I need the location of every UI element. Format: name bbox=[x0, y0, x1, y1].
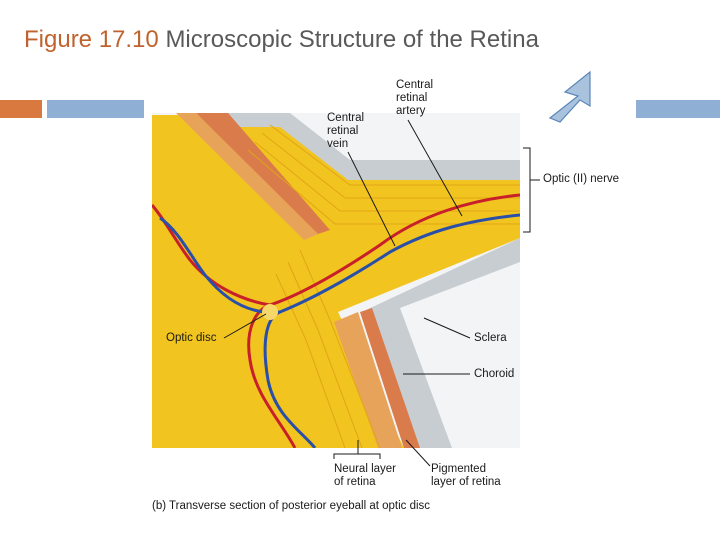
leader-lines bbox=[223, 119, 540, 467]
lower-neural-layer bbox=[334, 312, 402, 448]
label-pigmented-layer: Pigmented layer of retina bbox=[431, 463, 501, 488]
nerve-fibers bbox=[247, 124, 520, 448]
label-central-retinal-vein: Central retinal vein bbox=[327, 112, 365, 150]
optic-disc-spot bbox=[262, 304, 278, 320]
label-neural-layer: Neural layer of retina bbox=[334, 463, 396, 488]
accent-bar-orange bbox=[0, 100, 42, 118]
upper-neural-layer bbox=[176, 113, 318, 240]
accent-bar-blue-right bbox=[636, 100, 720, 118]
vein-branch bbox=[159, 216, 281, 314]
lower-sclera bbox=[366, 238, 520, 448]
label-sclera: Sclera bbox=[474, 332, 507, 344]
label-choroid: Choroid bbox=[474, 368, 515, 380]
label-optic-nerve: Optic (II) nerve bbox=[543, 173, 620, 185]
figure-caption: (b) Transverse section of posterior eyeb… bbox=[152, 500, 431, 512]
direction-arrow bbox=[548, 70, 591, 123]
label-central-retinal-artery: Central retinal artery bbox=[396, 79, 434, 117]
optic-nerve-bracket bbox=[523, 147, 531, 233]
central-retinal-vein bbox=[263, 213, 520, 448]
upper-sclera bbox=[222, 113, 520, 180]
lower-choroid bbox=[360, 308, 420, 448]
title-text: Microscopic Structure of the Retina bbox=[165, 26, 539, 53]
figure-number: Figure 17.10 bbox=[24, 26, 159, 53]
central-retinal-artery bbox=[247, 193, 520, 448]
slide-title: Figure 17.10 Microscopic Structure of th… bbox=[24, 26, 539, 54]
label-optic-disc: Optic disc bbox=[166, 332, 217, 344]
upper-choroid bbox=[196, 113, 330, 234]
accent-bar-blue-left bbox=[47, 100, 144, 118]
